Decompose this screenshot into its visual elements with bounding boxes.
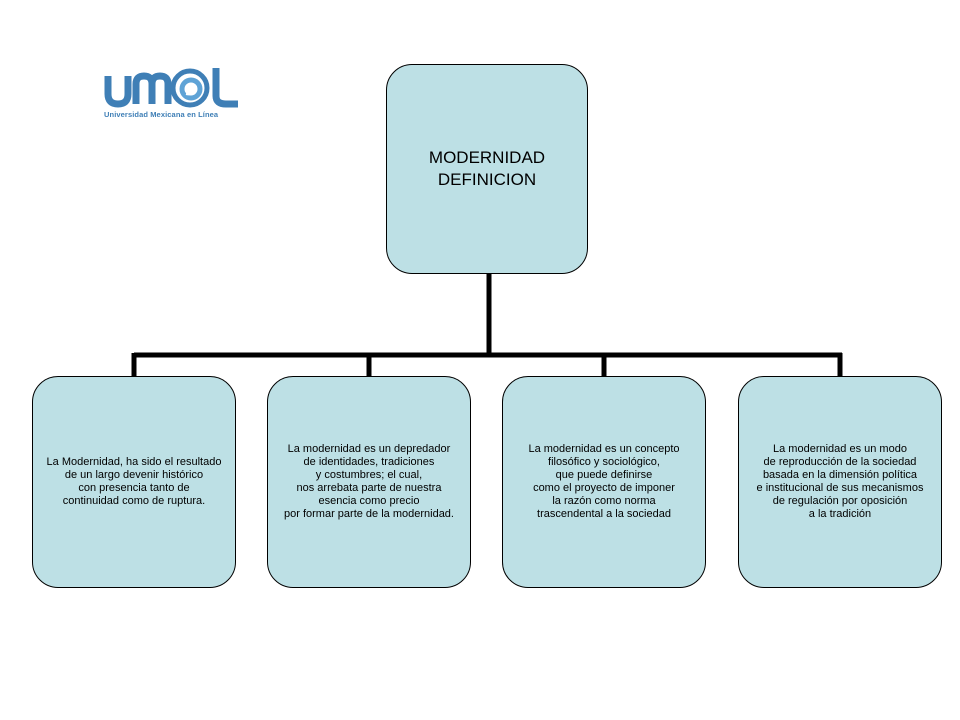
umel-logo: Universidad Mexicana en Línea — [104, 66, 244, 122]
root-node-label: MODERNIDAD DEFINICION — [428, 148, 546, 189]
child-node-text: La modernidad es un modo de reproducción… — [756, 443, 924, 520]
root-node: MODERNIDAD DEFINICION — [386, 64, 588, 274]
umel-logo-mark — [104, 68, 238, 108]
child-node-2: La modernidad es un depredador de identi… — [267, 376, 471, 588]
child-node-text: La modernidad es un depredador de identi… — [284, 443, 454, 520]
logo-tagline: Universidad Mexicana en Línea — [104, 110, 219, 119]
child-node-text: La Modernidad, ha sido el resultado de u… — [46, 456, 222, 507]
child-node-1: La Modernidad, ha sido el resultado de u… — [32, 376, 236, 588]
child-node-3: La modernidad es un concepto filosófico … — [502, 376, 706, 588]
child-node-text: La modernidad es un concepto filosófico … — [528, 443, 680, 520]
child-node-4: La modernidad es un modo de reproducción… — [738, 376, 942, 588]
